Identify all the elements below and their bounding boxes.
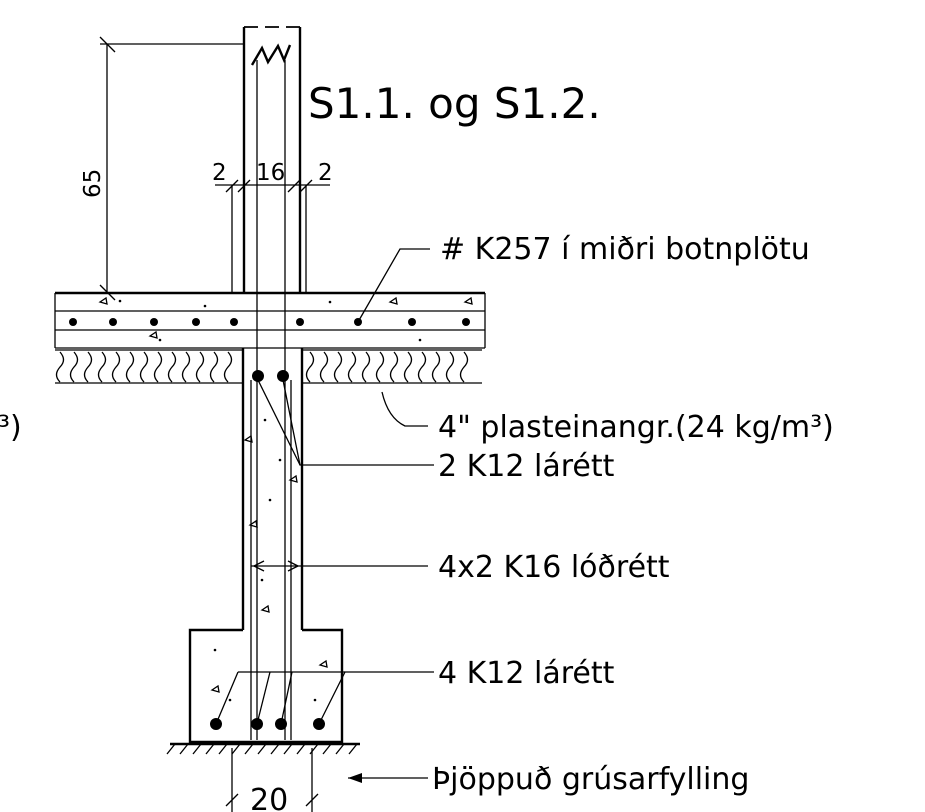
mesh-label: # K257 í miðri botnplötu xyxy=(440,232,810,267)
ground-hatching xyxy=(166,742,360,755)
wall-horizontal-bars xyxy=(252,370,289,382)
cover-left-label: 2 xyxy=(212,160,227,186)
vertical-bars-label: 4x2 K16 lóðrétt xyxy=(438,550,670,585)
slab-mesh-dots xyxy=(69,318,470,326)
foundation-wall xyxy=(241,348,304,630)
floor-slab xyxy=(54,291,486,349)
insulation-left-fragment: ³) xyxy=(0,410,22,445)
footing-horizontal-bars xyxy=(210,718,325,730)
fill-label: Þjöppuð grúsarfylling xyxy=(432,762,749,797)
footing-width-label: 20 xyxy=(250,783,288,812)
cover-right-label: 2 xyxy=(318,160,333,186)
footing-bars-label: 4 K12 lárétt xyxy=(438,656,615,691)
top-width-dimension: 2 16 2 xyxy=(212,160,333,193)
wall-bars-label: 2 K12 lárétt xyxy=(438,449,615,484)
concrete-specks xyxy=(98,296,473,702)
footing xyxy=(188,628,344,744)
section-title: S1.1. og S1.2. xyxy=(308,79,601,128)
footing-width-dimension: 20 xyxy=(225,748,319,812)
leader-lines xyxy=(215,248,434,783)
insulation-layer xyxy=(55,349,482,384)
height-dimension: 65 xyxy=(80,36,244,301)
vertical-rebar xyxy=(250,60,292,740)
upper-wall xyxy=(231,26,307,293)
wall-core-label: 16 xyxy=(256,160,285,186)
insulation-label: 4" plasteinangr.(24 kg/m³) xyxy=(438,410,834,445)
height-dimension-label: 65 xyxy=(80,169,106,198)
vertical-bars-leader-dimension xyxy=(251,560,308,572)
